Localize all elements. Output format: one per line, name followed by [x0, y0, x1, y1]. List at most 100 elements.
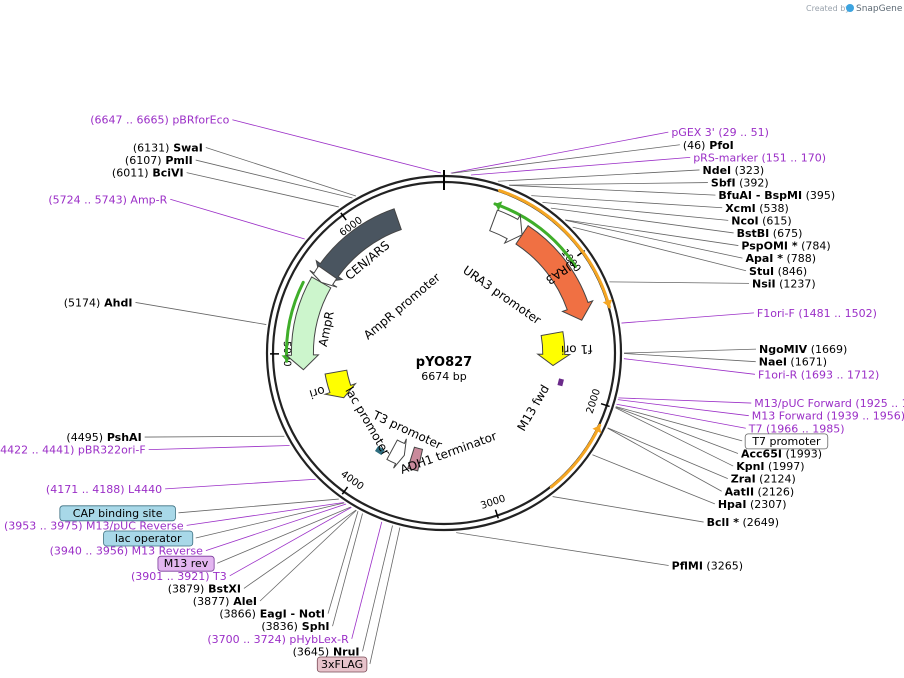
label-ndei-post: (323)	[731, 164, 764, 177]
leader-label-swai	[205, 147, 357, 197]
label-eagi-noti-name: EagI - NotI	[256, 608, 325, 621]
label-aatii-name: AatII	[725, 485, 754, 498]
snapgene-credit: Created by SnapGene	[806, 4, 903, 14]
feature-ampr	[285, 276, 332, 371]
label-acc65i-post: (1993)	[782, 447, 822, 460]
leader-label-3700-3724-phyblex-r	[351, 521, 383, 639]
label-zrai: ZraI (2124)	[731, 473, 796, 486]
label-sbfi-name: SbfI	[711, 177, 736, 190]
leader-label-3901-3921-t3	[229, 507, 352, 577]
label-pfoi-name: PfoI	[705, 139, 733, 152]
leader-label-3953-3975-m13-puc-reverse	[186, 502, 344, 526]
direction-arc-head-0	[494, 201, 503, 211]
label-stui-name: StuI	[749, 265, 774, 278]
label-sbfi-post: (392)	[736, 177, 769, 190]
label-bstxi-name: BstXI	[204, 582, 241, 595]
label-naei: NaeI (1671)	[759, 356, 827, 369]
label-lac-operator: lac operator	[115, 532, 182, 545]
label-bcivi: (6011) BciVI	[112, 167, 184, 180]
leader-label-kpni	[615, 407, 734, 467]
label-xcmi: XcmI (538)	[725, 202, 789, 215]
leader-label-t7-promoter	[615, 406, 743, 442]
label-ncoi-name: NcoI	[731, 214, 758, 227]
leader-label-m13-rev	[216, 506, 351, 564]
leader-label-apai	[565, 219, 743, 259]
label-pshai: (4495) PshAI	[66, 431, 141, 444]
label-bfuai-bspmi-post: (395)	[802, 189, 835, 202]
feature-label-f1-ori: f1 ori	[561, 342, 593, 357]
label-ahdi-name: AhdI	[100, 296, 132, 309]
label-pflmi-name: PflMI	[672, 560, 703, 573]
label-eagi-noti-pre: (3866)	[219, 608, 256, 621]
direction-arc-2	[284, 280, 305, 363]
label-prs-marker-151-170: pRS-marker (151 .. 170)	[693, 151, 826, 164]
leader-label-ngomiv	[623, 348, 757, 354]
leader-label-nsii	[609, 281, 750, 284]
feature-label-ori: ori	[308, 383, 327, 401]
label-acc65i-name: Acc65I	[741, 447, 782, 460]
leader-label-sphi	[332, 513, 363, 627]
direction-arc-0	[493, 202, 578, 268]
label-3700-3724-phyblex-r: (3700 .. 3724) pHybLex-R	[207, 633, 349, 646]
label-pfoi-pre: (46)	[683, 139, 706, 152]
label-nrui: (3645) NruI	[293, 645, 360, 658]
label-bcli-name: BclI *	[707, 516, 740, 529]
label-swai: (6131) SwaI	[133, 141, 203, 154]
label-3940-3956-m13-reverse: (3940 .. 3956) M13 Reverse	[50, 545, 203, 558]
leader-label-bstxi	[243, 509, 357, 589]
label-apai-post: (788)	[783, 252, 816, 265]
direction-arc-head-1	[602, 299, 613, 307]
label-stui: StuI (846)	[749, 265, 807, 278]
feature-direction-arcs	[281, 189, 613, 489]
label-ngomiv-post: (1669)	[807, 343, 847, 356]
leader-label-ncoi	[542, 201, 729, 221]
label-cap-binding-site: CAP binding site	[73, 507, 163, 520]
label-pflmi-post: (3265)	[703, 560, 743, 573]
feature-ampr-promoter	[309, 265, 338, 288]
leader-label-f1ori-r-1693-1712	[623, 358, 756, 375]
leader-label-cap-binding-site	[178, 498, 339, 514]
label-sphi-pre: (3836)	[261, 620, 298, 633]
label-cap-binding-site-box	[59, 505, 176, 522]
feature-ura3-promoter	[489, 209, 523, 245]
label-pshai-pre: (4495)	[66, 431, 103, 444]
label-3xflag: 3xFLAG	[321, 658, 363, 671]
feature-ori	[323, 369, 357, 399]
label-sphi: (3836) SphI	[261, 620, 329, 633]
label-bstbi: BstBI (675)	[737, 227, 803, 240]
label-hpai-name: HpaI	[718, 498, 747, 511]
label-bstbi-post: (675)	[769, 227, 802, 240]
label-3901-3921-t3: (3901 .. 3921) T3	[131, 570, 227, 583]
label-alei-pre: (3877)	[193, 595, 230, 608]
label-bcivi-name: BciVI	[148, 167, 183, 180]
label-4422-4441-pbr322ori-f: (4422 .. 4441) pBR322ori-F	[0, 444, 146, 457]
label-pflmi: PflMI (3265)	[672, 560, 743, 573]
label-pfoi: (46) PfoI	[683, 139, 734, 152]
feature-f1-ori	[536, 331, 572, 367]
label-f1ori-r-1693-1712: F1ori-R (1693 .. 1712)	[758, 368, 879, 381]
leader-label-lac-operator	[195, 502, 345, 539]
label-naei-name: NaeI	[759, 356, 787, 369]
label-m13-forward-1939-1956: M13 Forward (1939 .. 1956)	[752, 410, 904, 423]
leader-label-ahdi	[135, 302, 267, 325]
label-alei-name: AleI	[229, 595, 257, 608]
ura3-promoter-text: URA3 promoter	[460, 263, 543, 327]
label-ahdi-pre: (5174)	[64, 296, 101, 309]
ampr-promoter-text: AmpR promoter	[361, 270, 443, 342]
tick-label-2000: 2000	[585, 388, 603, 416]
label-m13-puc-forward-1925-1947: M13/pUC Forward (1925 .. 1947)	[754, 397, 904, 410]
leader-label-5724-5743-amp-r	[170, 198, 305, 240]
label-stui-post: (846)	[774, 265, 807, 278]
label-ngomiv-name: NgoMIV	[759, 343, 808, 356]
plasmid-name: pYO827	[416, 355, 472, 370]
label-m13-rev-box	[157, 555, 215, 572]
label-kpni: KpnI (1997)	[736, 460, 804, 473]
label-lac-operator-box	[103, 530, 194, 547]
tick-mark-3000	[494, 509, 499, 519]
feature-adh1-terminator	[407, 446, 424, 472]
label-hpai: HpaI (2307)	[718, 498, 787, 511]
leader-label-hpai	[592, 454, 715, 505]
label-ahdi: (5174) AhdI	[64, 296, 133, 309]
